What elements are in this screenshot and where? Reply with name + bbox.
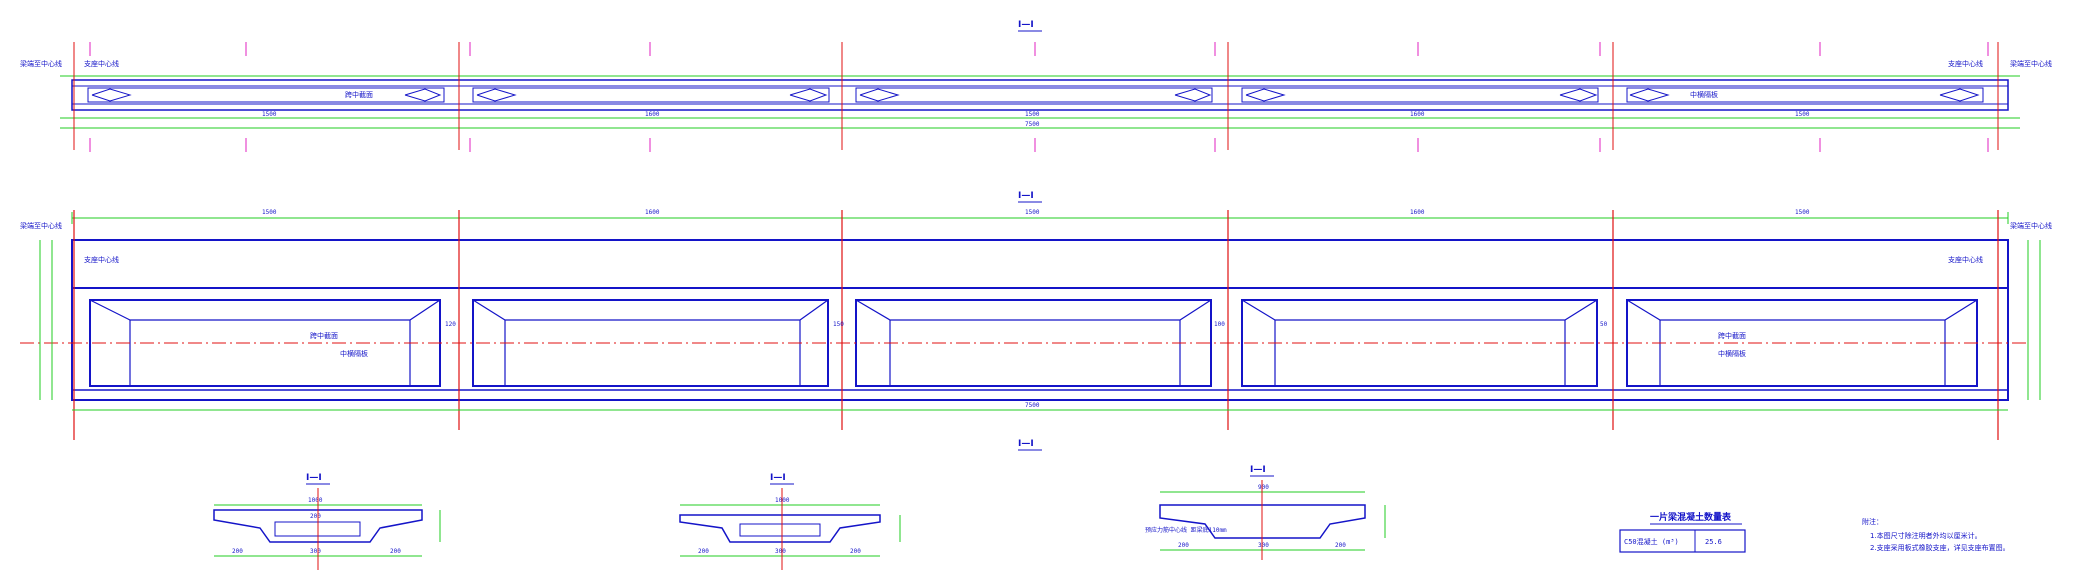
elev-dim-4: 1600 (1410, 209, 1425, 216)
elev-dim-2: 1600 (645, 209, 660, 216)
plan-mid-label-2: 中横隔板 (1690, 90, 1718, 99)
elev-right-center-label: 支座中心线 (1948, 255, 1983, 264)
plan-dim-1: 1500 (262, 111, 277, 118)
plan-right-end-label: 梁端至中心线 (2010, 59, 2052, 68)
sec-c-top: 900 (1258, 484, 1269, 491)
section-b-mark: I—I (770, 473, 786, 483)
elev-right-end-label: 梁端至中心线 (2010, 221, 2052, 230)
notes-line-2: 2.支座采用板式橡胶支座，详见支座布置图。 (1870, 543, 2010, 552)
elev-mid-label-1: 跨中截面 (310, 331, 338, 340)
elev-mid-label-3: 跨中截面 (1718, 331, 1746, 340)
section-c: I—I 900 200 300 200 预应力筋中心线 距梁底110mm (1145, 465, 1386, 560)
plan-dim-5: 1500 (1795, 111, 1810, 118)
sec-a-b1: 200 (232, 548, 243, 555)
elev-small-d: 50 (1600, 321, 1608, 328)
section-b: I—I 1000 200 300 200 (679, 473, 901, 570)
elev-mid-label-2: 中横隔板 (340, 349, 368, 358)
plan-left-center-label: 支座中心线 (84, 59, 119, 68)
table-col2: 25.6 (1705, 538, 1722, 546)
sec-b-b3: 200 (850, 548, 861, 555)
sec-c-b2: 300 (1258, 542, 1269, 549)
elev-mid-label-4: 中横隔板 (1718, 349, 1746, 358)
section-c-mark: I—I (1250, 465, 1266, 475)
elev-dim-5: 1500 (1795, 209, 1810, 216)
notes-line-1: 1.本图尺寸除注明者外均以厘米计。 (1870, 531, 1982, 540)
table-col1: C50混凝土 (m³) (1624, 537, 1679, 546)
plan-dim-3: 1500 (1025, 111, 1040, 118)
bottom-section-mark: I—I (1018, 439, 1034, 449)
elev-left-center-label: 支座中心线 (84, 255, 119, 264)
elev-small-c: 100 (1214, 321, 1225, 328)
sec-a-b2: 300 (310, 548, 321, 555)
sec-c-note: 预应力筋中心线 距梁底110mm (1145, 526, 1227, 534)
elev-dim-3: 1500 (1025, 209, 1040, 216)
elev-small-a: 120 (445, 321, 456, 328)
plan-section-mark: I—I (1018, 20, 1034, 30)
section-a-mark: I—I (306, 473, 322, 483)
notes: 附注： 1.本图尺寸除注明者外均以厘米计。 2.支座采用板式橡胶支座，详见支座布… (1862, 517, 2010, 552)
sec-c-b3: 200 (1335, 542, 1346, 549)
section-a: I—I 1000 200 200 300 200 (213, 473, 441, 570)
plan-right-center-label: 支座中心线 (1948, 59, 1983, 68)
plan-dim-2: 1600 (645, 111, 660, 118)
notes-heading: 附注： (1862, 517, 1883, 526)
sec-a-top: 1000 (308, 497, 323, 504)
sec-b-b2: 300 (775, 548, 786, 555)
sec-c-b1: 200 (1178, 542, 1189, 549)
plan-mid-label-1: 跨中截面 (345, 90, 373, 99)
elevation-view: I—I 1500 1600 1500 1600 1500 (20, 191, 2052, 451)
elevation-section-mark: I—I (1018, 191, 1034, 201)
plan-left-end-label: 梁端至中心线 (20, 59, 62, 68)
plan-view: I—I (20, 20, 2052, 152)
table-title: 一片梁混凝土数量表 (1650, 511, 1732, 523)
concrete-table: 一片梁混凝土数量表 C50混凝土 (m³) 25.6 (1619, 511, 1746, 553)
elev-dim-total: 7500 (1025, 402, 1040, 409)
elev-left-end-label: 梁端至中心线 (20, 221, 62, 230)
sec-a-b3: 200 (390, 548, 401, 555)
elev-small-b: 150 (833, 321, 844, 328)
elev-dim-1: 1500 (262, 209, 277, 216)
sec-a-mid: 200 (310, 513, 321, 520)
plan-dim-4: 1600 (1410, 111, 1425, 118)
sec-b-b1: 200 (698, 548, 709, 555)
plan-dim-total: 7500 (1025, 121, 1040, 128)
